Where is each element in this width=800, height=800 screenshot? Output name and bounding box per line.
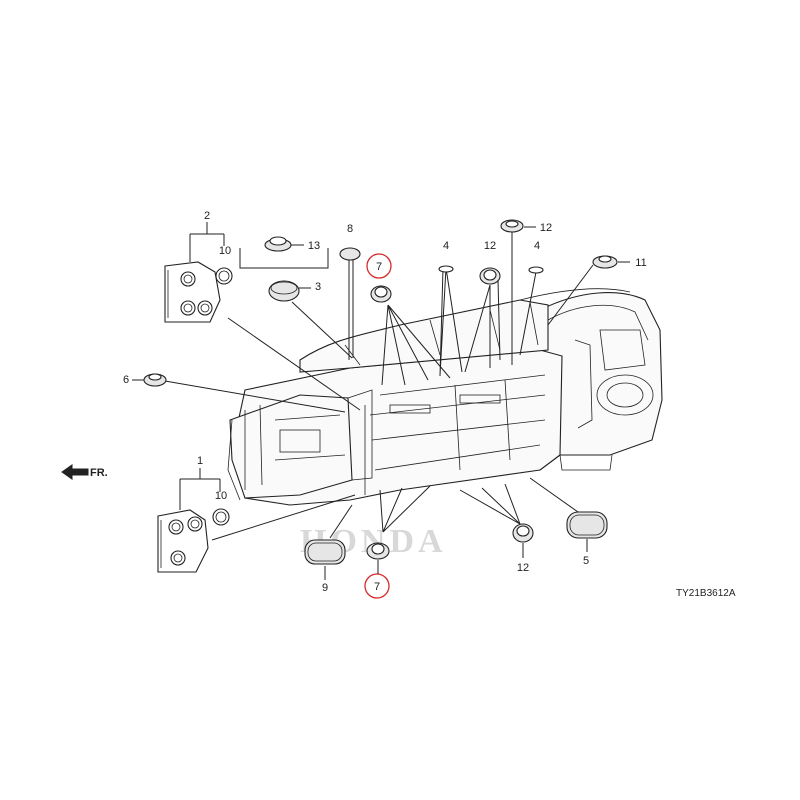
part-4-seal-right [528, 266, 544, 274]
part-4-seal-left [438, 265, 454, 273]
callout-4-left: 4 [443, 240, 449, 252]
leader-lines [164, 222, 594, 541]
callout-9: 9 [322, 582, 328, 594]
part-12-grommet-middle [479, 267, 501, 285]
part-12-grommet-top [500, 219, 524, 233]
part-8-tape [339, 247, 361, 261]
part-9-plug-oval [304, 539, 346, 565]
callout-1: 1 [197, 455, 203, 467]
highlight-ring-7-bottom [364, 573, 390, 599]
front-label: FR. [90, 467, 108, 479]
arrow-left-icon [61, 464, 89, 480]
callout-4-right: 4 [534, 240, 540, 252]
callout-13: 13 [308, 240, 320, 252]
part-6-grommet [143, 373, 167, 387]
diagram-code: TY21B3612A [676, 588, 736, 599]
callout-11: 11 [635, 257, 646, 269]
highlight-ring-7-top [366, 253, 392, 279]
part-1-plate [157, 509, 209, 573]
callout-6: 6 [123, 374, 129, 386]
callout-2: 2 [204, 210, 210, 222]
callout-10-bottom: 10 [215, 490, 227, 502]
callout-8: 8 [347, 223, 353, 235]
part-10-grommet-top [215, 267, 233, 285]
callout-7-top: 7 [376, 261, 382, 273]
callout-5: 5 [583, 555, 589, 567]
callout-10-top: 10 [219, 245, 231, 257]
part-10-grommet-bottom [212, 508, 230, 526]
callout-12-top: 12 [540, 222, 552, 234]
part-5-plug-oval [566, 511, 608, 539]
callout-7-bottom: 7 [374, 581, 380, 593]
part-11-grommet [592, 255, 618, 269]
callout-labels: 2 10 13 3 8 7 4 12 12 4 11 6 1 10 9 7 12… [123, 210, 647, 594]
part-12-grommet-bottom [512, 523, 534, 543]
floor-pan-body [227, 288, 663, 506]
part-13-plug [264, 236, 292, 252]
front-direction-indicator: FR. [61, 464, 108, 480]
callout-3: 3 [315, 281, 321, 293]
part-7-grommet-bottom [366, 542, 390, 560]
part-2-plate [164, 261, 221, 323]
callout-12-middle: 12 [484, 240, 496, 252]
part-3-plug [268, 280, 300, 302]
callout-12-bottom: 12 [517, 562, 529, 574]
part-7-grommet-top [370, 285, 392, 303]
